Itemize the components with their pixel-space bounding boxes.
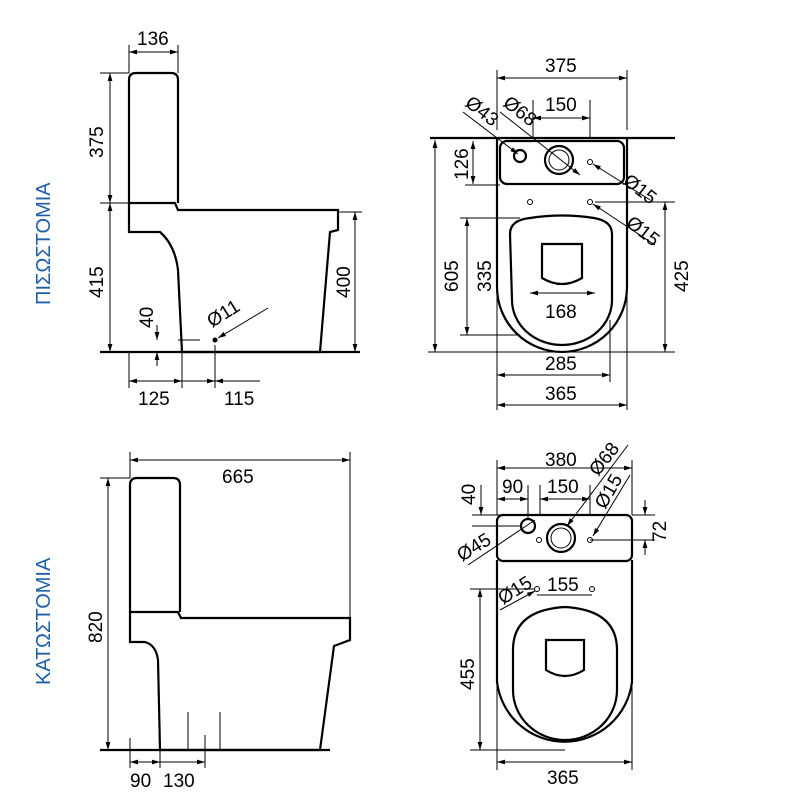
dim-outlet-height: 40 — [137, 307, 158, 328]
dim-dist-a: 125 — [138, 389, 170, 410]
dim-d15-b: Ø15 — [495, 572, 537, 609]
dim-width: 375 — [545, 56, 577, 77]
dim-tank-width: 136 — [137, 29, 169, 50]
dim-fix-spacing: 155 — [547, 575, 579, 596]
dim-d15-a: Ø15 — [591, 471, 627, 513]
dim-holes-spacing: 150 — [547, 477, 579, 498]
seat-outline — [508, 214, 614, 347]
dim-holes-spacing: 150 — [545, 95, 577, 116]
dim-seat-width: 168 — [545, 302, 577, 323]
dim-seat-length: 335 — [475, 260, 496, 292]
dim-d68: Ø68 — [585, 439, 624, 480]
dim-length: 665 — [222, 467, 254, 488]
dim-offset: 90 — [502, 477, 523, 498]
dim-dist-b: 130 — [163, 771, 195, 792]
dim-length: 605 — [442, 260, 463, 292]
dim-dist-a: 90 — [130, 771, 151, 792]
dim-tank-height: 375 — [87, 126, 108, 158]
bowl-outline — [127, 201, 340, 354]
floor-side-view: 665 820 90 130 — [86, 452, 352, 792]
rear-side-view: 136 375 415 400 40 Ø11 125 115 — [87, 29, 362, 410]
dim-tank-offset: 40 — [459, 484, 480, 505]
dim-bowl-width: 365 — [545, 384, 577, 405]
dim-height: 820 — [86, 611, 107, 643]
tank-outline — [127, 71, 180, 203]
dim-d68: Ø68 — [499, 92, 540, 131]
seat-outline — [511, 605, 619, 742]
dim-length: 455 — [458, 658, 479, 690]
dim-seat-height: 400 — [334, 266, 355, 298]
dim-inner-width: 285 — [545, 354, 577, 375]
dim-tank-height: 72 — [650, 521, 671, 542]
rear-outlet-title: ΠΙΣΩΣΤΟΜΙΑ — [33, 182, 55, 305]
tank-outline — [128, 476, 182, 612]
dim-fix-length: 425 — [672, 260, 693, 292]
dim-d15-b: Ø15 — [622, 212, 663, 251]
dim-width: 380 — [545, 450, 577, 471]
bowl-outline — [128, 610, 352, 752]
dim-dist-b: 115 — [224, 389, 254, 410]
dim-d43: Ø43 — [461, 92, 502, 131]
floor-plan-view: 380 90 150 Ø68 Ø15 40 72 Ø45 Ø15 155 455… — [454, 439, 671, 789]
dim-bowl-height: 415 — [87, 266, 108, 298]
dim-bowl-width: 365 — [547, 768, 579, 789]
dim-tank-depth: 126 — [452, 148, 473, 180]
rear-plan-view: 375 150 Ø43 Ø68 126 Ø15 Ø15 605 335 168 … — [428, 56, 693, 410]
dim-d15-a: Ø15 — [619, 170, 660, 209]
floor-outlet-title: ΚΑΤΩΣΤΟΜΙΑ — [33, 557, 55, 685]
bowl-plan-outline — [495, 560, 634, 743]
dim-outlet-diameter: Ø11 — [204, 296, 244, 332]
